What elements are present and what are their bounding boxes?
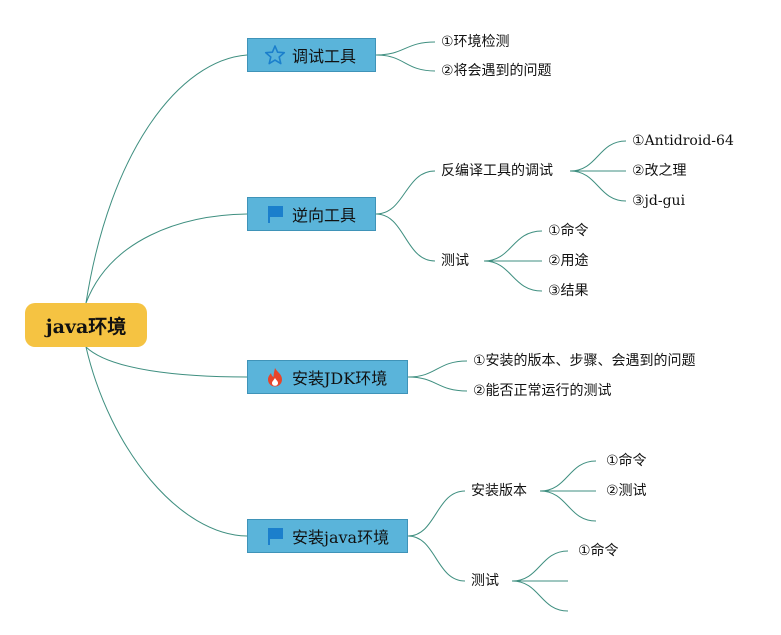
leaf-command[interactable]: ①命令 bbox=[548, 223, 589, 239]
root-node[interactable]: java环境 bbox=[25, 303, 147, 347]
leaf-install-steps[interactable]: ①安装的版本、步骤、会遇到的问题 bbox=[473, 353, 696, 369]
branch-label: 逆向工具 bbox=[292, 206, 357, 225]
leaf-jd-gui[interactable]: ③jd-gui bbox=[632, 193, 686, 209]
subtopic-test[interactable]: 测试 bbox=[441, 253, 469, 269]
branch-label: 安装java环境 bbox=[292, 528, 390, 547]
subtopic-test[interactable]: 测试 bbox=[471, 573, 499, 589]
leaf-env-check[interactable]: ①环境检测 bbox=[441, 34, 510, 50]
leaf-expected-problems[interactable]: ②将会遇到的问题 bbox=[441, 63, 552, 79]
branch-debug-tools[interactable]: 调试工具 bbox=[247, 38, 376, 72]
branch-label: 安装JDK环境 bbox=[292, 369, 388, 388]
leaf-antidroid[interactable]: ①Antidroid-64 bbox=[632, 133, 734, 149]
flag-icon bbox=[264, 203, 286, 225]
branch-install-jdk[interactable]: 安装JDK环境 bbox=[247, 360, 408, 394]
subtopic-install-version[interactable]: 安装版本 bbox=[471, 483, 527, 499]
leaf-result[interactable]: ③结果 bbox=[548, 283, 589, 299]
leaf-command[interactable]: ①命令 bbox=[578, 543, 619, 559]
branch-install-java[interactable]: 安装java环境 bbox=[247, 519, 408, 553]
branch-label: 调试工具 bbox=[292, 47, 357, 66]
subtopic-decompile-debug[interactable]: 反编译工具的调试 bbox=[441, 163, 553, 179]
leaf-gaizhili[interactable]: ②改之理 bbox=[632, 163, 687, 179]
flag-icon bbox=[264, 525, 286, 547]
leaf-test[interactable]: ②测试 bbox=[606, 483, 647, 499]
star-icon bbox=[264, 44, 286, 66]
branch-reverse-tools[interactable]: 逆向工具 bbox=[247, 197, 376, 231]
fire-icon bbox=[264, 366, 286, 388]
leaf-run-test[interactable]: ②能否正常运行的测试 bbox=[473, 383, 612, 399]
leaf-usage[interactable]: ②用途 bbox=[548, 253, 589, 269]
leaf-command[interactable]: ①命令 bbox=[606, 453, 647, 469]
root-node-label: java环境 bbox=[45, 315, 127, 338]
